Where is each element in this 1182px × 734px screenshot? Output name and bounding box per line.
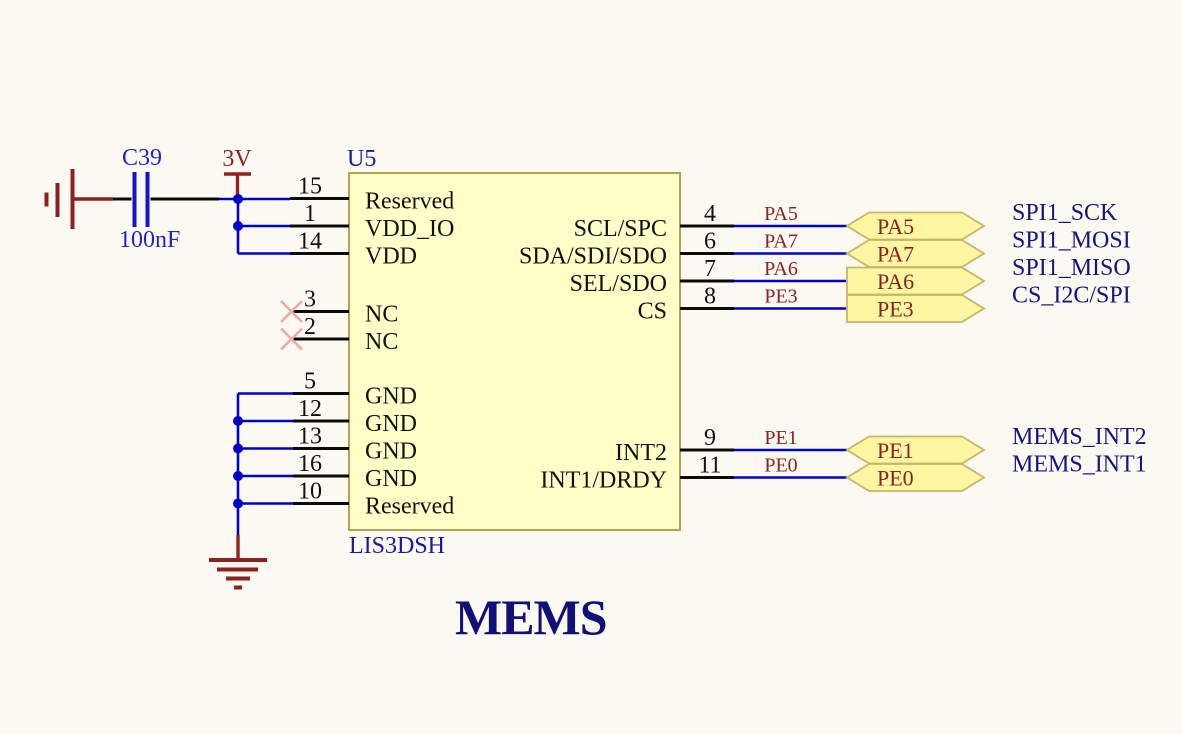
signal-name: SPI1_MISO [1012, 255, 1131, 281]
ic-body[interactable] [348, 172, 681, 531]
net-label[interactable]: PA7 [764, 231, 798, 253]
net-flag-label: PA5 [877, 214, 914, 239]
junction-dot [233, 443, 243, 454]
net-label[interactable]: PE1 [764, 427, 797, 449]
net-flag-pe0[interactable] [845, 463, 986, 492]
net-label[interactable]: PE3 [764, 286, 797, 308]
net-flag-label: PA7 [877, 242, 914, 267]
pin-number: 3 [304, 287, 316, 313]
pin-name: SEL/SDO [570, 271, 667, 297]
pin-number: 13 [298, 424, 322, 450]
pin-number: 10 [298, 479, 322, 505]
pin-number: 7 [704, 256, 716, 282]
capacitor-designator: C39 [122, 145, 162, 171]
no-connect-cross [280, 300, 303, 323]
net-flag-label: PE1 [877, 438, 914, 463]
junction-dot [233, 416, 243, 426]
signal-name: SPI1_MOSI [1012, 228, 1131, 254]
junction-dot [233, 471, 243, 481]
signal-name: CS_I2C/SPI [1012, 283, 1131, 309]
signal-name: MEMS_INT1 [1012, 452, 1147, 478]
sheet-title: MEMS [455, 589, 607, 645]
pin-number: 12 [298, 396, 322, 422]
pin-name: INT1/DRDY [540, 468, 667, 494]
earth-ground-symbol[interactable] [44, 169, 114, 229]
pin-number: 1 [304, 201, 316, 227]
junction-dot [233, 194, 243, 204]
signal-name: SPI1_SCK [1012, 200, 1118, 226]
net-flag-label: PE0 [877, 466, 914, 491]
pin-name: Reserved [365, 494, 454, 520]
signal-name: MEMS_INT2 [1012, 424, 1147, 450]
net-flag-label: PE3 [877, 297, 914, 322]
pin-name: GND [365, 411, 417, 437]
pin-number: 14 [298, 229, 322, 255]
pin-number: 4 [704, 201, 716, 227]
pin-name: CS [638, 299, 667, 325]
net-flag-pe3[interactable] [846, 294, 986, 323]
pin-name: SDA/SDI/SDO [519, 244, 667, 270]
pin-name: GND [365, 439, 417, 465]
vdd-wiring [219, 194, 290, 255]
junction-dot [233, 221, 243, 231]
pin-name: NC [365, 329, 398, 355]
nc-cross-line [280, 327, 303, 351]
power-rail-label: 3V [222, 146, 252, 172]
power-port-3v[interactable]: 3V [222, 146, 252, 199]
net-flag-pa5[interactable] [845, 211, 986, 241]
net-flag-pe1[interactable] [845, 435, 986, 465]
pin-number: 5 [304, 369, 316, 395]
pin-name: GND [365, 466, 417, 492]
pin-number: 15 [298, 174, 322, 200]
net-label[interactable]: PA6 [764, 258, 798, 280]
pin-number: 16 [298, 451, 322, 477]
ic-designator: U5 [347, 146, 376, 172]
ic-right-pins: 4 SCL/SPC PA5 PA5 SPI1_SCK 6 SDA/SDI/SDO… [519, 200, 1147, 494]
no-connect-cross [280, 327, 303, 351]
nc-cross-line [280, 300, 303, 323]
pin-name: Reserved [365, 189, 454, 215]
net-flag-pa6[interactable] [846, 266, 986, 296]
ground-symbol[interactable] [209, 535, 267, 590]
pin-name: VDD [365, 244, 417, 270]
pin-name: NC [365, 302, 398, 328]
pin-number: 2 [304, 314, 316, 340]
net-flag-label: PA6 [877, 269, 914, 294]
ic-left-pins: 15 Reserved 1 VDD_IO 14 VDD 3 NC 2 NC 5 … [280, 174, 454, 520]
pin-number: 11 [698, 453, 721, 479]
junction-dot [233, 498, 243, 509]
pin-number: 8 [704, 284, 716, 310]
gnd-wiring [233, 392, 293, 537]
net-label[interactable]: PA5 [764, 203, 798, 225]
pin-name: SCL/SPC [574, 216, 667, 242]
pin-name: VDD_IO [365, 216, 454, 242]
ic-u5[interactable]: U5 LIS3DSH [347, 146, 681, 559]
pin-name: GND [365, 384, 417, 410]
pin-number: 6 [704, 229, 716, 255]
capacitor-c39[interactable]: C39 100nF [113, 145, 219, 253]
capacitor-value: 100nF [119, 227, 180, 253]
pin-name: INT2 [615, 440, 667, 466]
pin-number: 9 [704, 425, 716, 451]
net-flag-pa7[interactable] [845, 239, 986, 268]
net-label[interactable]: PE0 [764, 455, 797, 477]
ic-part-number: LIS3DSH [349, 533, 445, 559]
